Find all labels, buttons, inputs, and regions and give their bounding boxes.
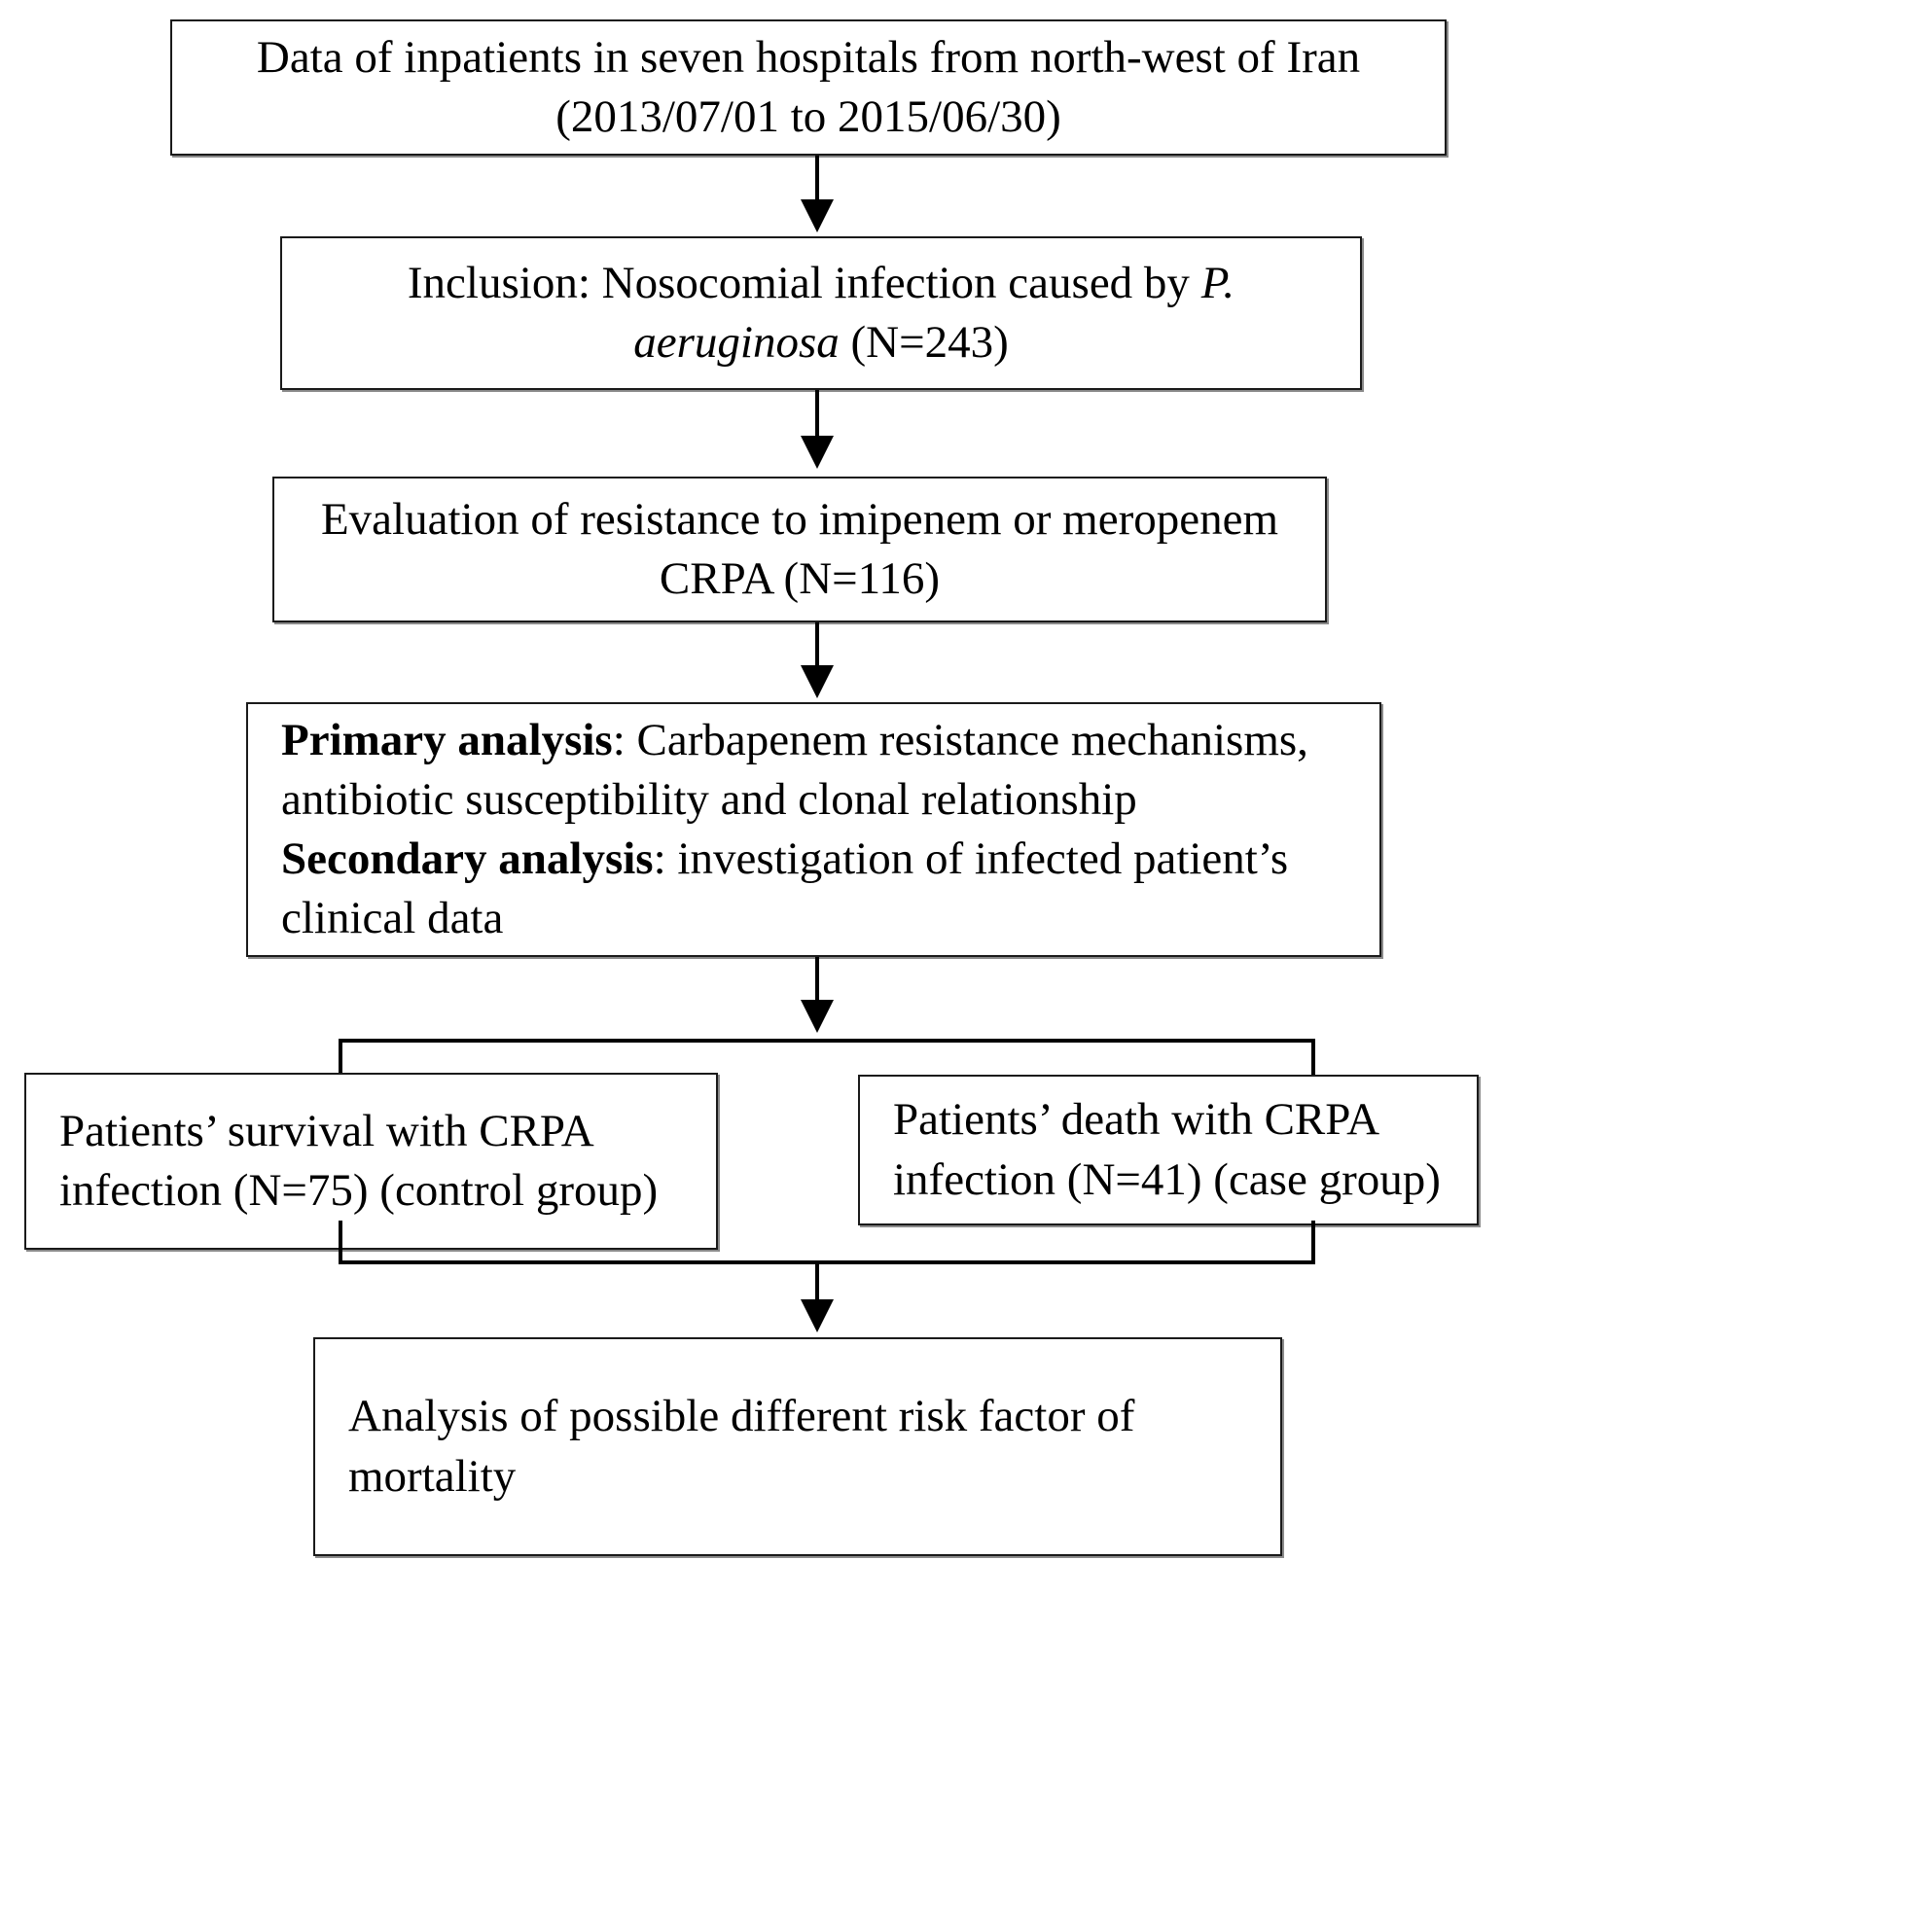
connector-analysis-to-split [815, 957, 819, 1004]
node-case-group[interactable]: Patients’ death with CRPA infection (N=4… [858, 1075, 1479, 1225]
node-source-data-line-1: Data of inpatients in seven hospitals fr… [256, 31, 1361, 83]
node-risk-analysis-line-2: mortality [348, 1450, 517, 1502]
node-inclusion[interactable]: Inclusion: Nosocomial infection caused b… [280, 236, 1362, 390]
node-control-group-line-2: infection (N=75) (control group) [59, 1165, 659, 1216]
secondary-analysis-label: Secondary analysis [281, 833, 654, 884]
node-risk-factor-analysis[interactable]: Analysis of possible different risk fact… [313, 1337, 1282, 1556]
arrowhead-resistance-to-analysis [801, 665, 834, 698]
primary-analysis-label: Primary analysis [281, 714, 613, 765]
inclusion-text-lead: Inclusion: Nosocomial infection caused b… [407, 257, 1201, 308]
connector-resistance-to-analysis [815, 622, 819, 669]
split-bracket-top [339, 1039, 1315, 1080]
node-resistance-evaluation[interactable]: Evaluation of resistance to imipenem or … [272, 477, 1327, 622]
node-analysis-primary: Primary analysis: Carbapenem resistance … [248, 711, 1379, 830]
node-source-data-line-2: (2013/07/01 to 2015/06/30) [555, 91, 1061, 142]
node-control-group[interactable]: Patients’ survival with CRPA infection (… [24, 1073, 718, 1250]
node-analysis-secondary: Secondary analysis: investigation of inf… [248, 830, 1379, 948]
node-inclusion-line-2: aeruginosa (N=243) [620, 313, 1022, 372]
arrowhead-source-to-inclusion [801, 199, 834, 232]
primary-analysis-text: : Carbapenem resistance mechanisms, anti… [281, 714, 1308, 825]
merge-bracket-bottom [339, 1221, 1315, 1264]
arrowhead-analysis-to-split [801, 1000, 834, 1033]
node-risk-analysis-line-1: Analysis of possible different risk fact… [348, 1391, 1135, 1442]
node-resistance-line-1: Evaluation of resistance to imipenem or … [320, 493, 1279, 545]
node-control-group-line-1: Patients’ survival with CRPA [59, 1105, 594, 1156]
connector-source-to-inclusion [815, 156, 819, 204]
arrowhead-inclusion-to-resistance [801, 436, 834, 469]
node-case-group-line-2: infection (N=41) (case group) [893, 1153, 1441, 1205]
node-source-data[interactable]: Data of inpatients in seven hospitals fr… [170, 19, 1447, 156]
inclusion-species-genus: P. [1200, 257, 1235, 308]
node-case-group-line-1: Patients’ death with CRPA [893, 1094, 1380, 1146]
inclusion-count: (N=243) [839, 317, 1009, 368]
secondary-analysis-text: : investigation of infected patient’s cl… [281, 833, 1289, 944]
node-analysis-plan[interactable]: Primary analysis: Carbapenem resistance … [246, 702, 1381, 957]
inclusion-species-epithet: aeruginosa [633, 317, 840, 368]
arrowhead-split-to-risk-analysis [801, 1299, 834, 1332]
node-resistance-line-2: CRPA (N=116) [659, 553, 941, 604]
node-inclusion-line-1: Inclusion: Nosocomial infection caused b… [394, 254, 1248, 313]
connector-split-to-risk-analysis [815, 1262, 819, 1303]
connector-inclusion-to-resistance [815, 390, 819, 439]
